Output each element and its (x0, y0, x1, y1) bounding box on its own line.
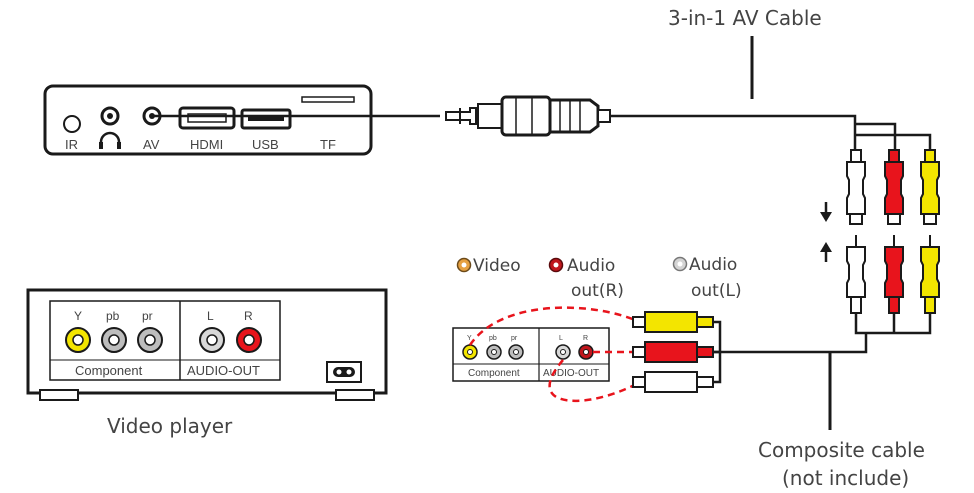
player-audio-out-label: AUDIO-OUT (187, 363, 260, 378)
legend-audio-l-label: Audio (689, 255, 737, 275)
hdmi-port (178, 106, 236, 130)
player-pb-label: pb (106, 309, 120, 323)
bottom-plug-white (846, 235, 866, 314)
media-box: IR AV HDMI USB TF (43, 84, 373, 156)
player-y-label: Y (74, 309, 82, 323)
composite-label: Composite cable (758, 438, 925, 462)
svg-text:R: R (583, 335, 588, 342)
small-audio-out-label: AUDIO-OUT (543, 368, 599, 379)
video-player-label: Video player (107, 414, 233, 438)
svg-text:pb: pb (489, 335, 497, 342)
player-pr-label: pr (142, 309, 153, 323)
bottom-plug-yellow (920, 235, 940, 314)
legend: Video Audio out(R) Audio out(L) (456, 255, 742, 301)
legend-audio-r-label-2: out(R) (571, 281, 624, 301)
side-plug-red (632, 341, 714, 363)
top-plug-yellow (920, 149, 940, 225)
av-label: AV (143, 137, 160, 152)
composite-label-2: (not include) (782, 466, 909, 490)
cable-3in1-label: 3-in-1 AV Cable (668, 6, 822, 30)
ir-label: IR (65, 137, 78, 152)
side-rca-plugs (632, 311, 714, 393)
side-plug-yellow (632, 311, 714, 333)
player-component-label: Component (75, 363, 143, 378)
legend-video-label: Video (473, 256, 521, 276)
legend-audio-r-label: Audio (567, 256, 615, 276)
player-r-label: R (244, 309, 253, 323)
ir-sensor (63, 115, 81, 133)
video-player: Y pb pr L R Component AUDIO-OUT (26, 288, 388, 401)
bottom-rca-plugs (846, 235, 940, 314)
player-l-label: L (207, 309, 214, 323)
tf-label: TF (320, 137, 336, 152)
top-plug-white (846, 149, 866, 225)
hdmi-label: HDMI (190, 137, 223, 152)
svg-text:Y: Y (467, 335, 472, 342)
svg-text:pr: pr (511, 335, 518, 342)
top-rca-plugs (846, 149, 940, 225)
side-plug-white (632, 371, 714, 393)
small-component-label: Component (468, 368, 520, 379)
top-plug-red (884, 149, 904, 225)
connect-arrows (820, 202, 832, 262)
small-panel: Y pb pr L R Component AUDIO-OUT (452, 327, 610, 382)
headphone-icon (99, 131, 121, 148)
bottom-plug-red (884, 235, 904, 314)
legend-audio-l-label-2: out(L) (691, 281, 742, 301)
av-plug (445, 95, 611, 137)
tf-slot (301, 96, 355, 103)
svg-text:L: L (559, 335, 563, 342)
usb-label: USB (252, 137, 279, 152)
